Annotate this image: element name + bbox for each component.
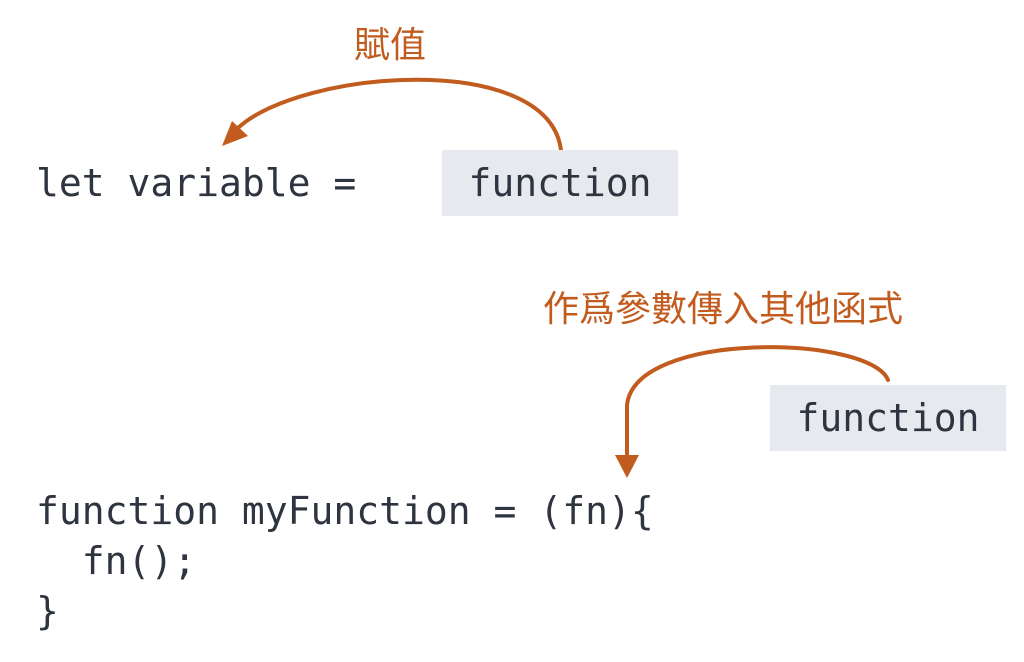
- code-line-3: }: [36, 589, 59, 633]
- argument-arrowhead: [615, 455, 639, 478]
- code-line-1: function myFunction = (fn){: [36, 489, 654, 533]
- code-line-2: fn();: [36, 539, 197, 583]
- assignment-code: let variable =: [36, 161, 357, 205]
- assignment-arrowhead: [222, 121, 248, 146]
- argument-label: 作爲參數傳入其他函式: [543, 289, 904, 330]
- argument-function-box: function: [770, 385, 1006, 451]
- assignment-label: 賦值: [354, 25, 427, 66]
- assignment-arrow: [236, 77, 563, 152]
- assignment-function-box: function: [442, 150, 678, 216]
- argument-arrow: [625, 345, 890, 458]
